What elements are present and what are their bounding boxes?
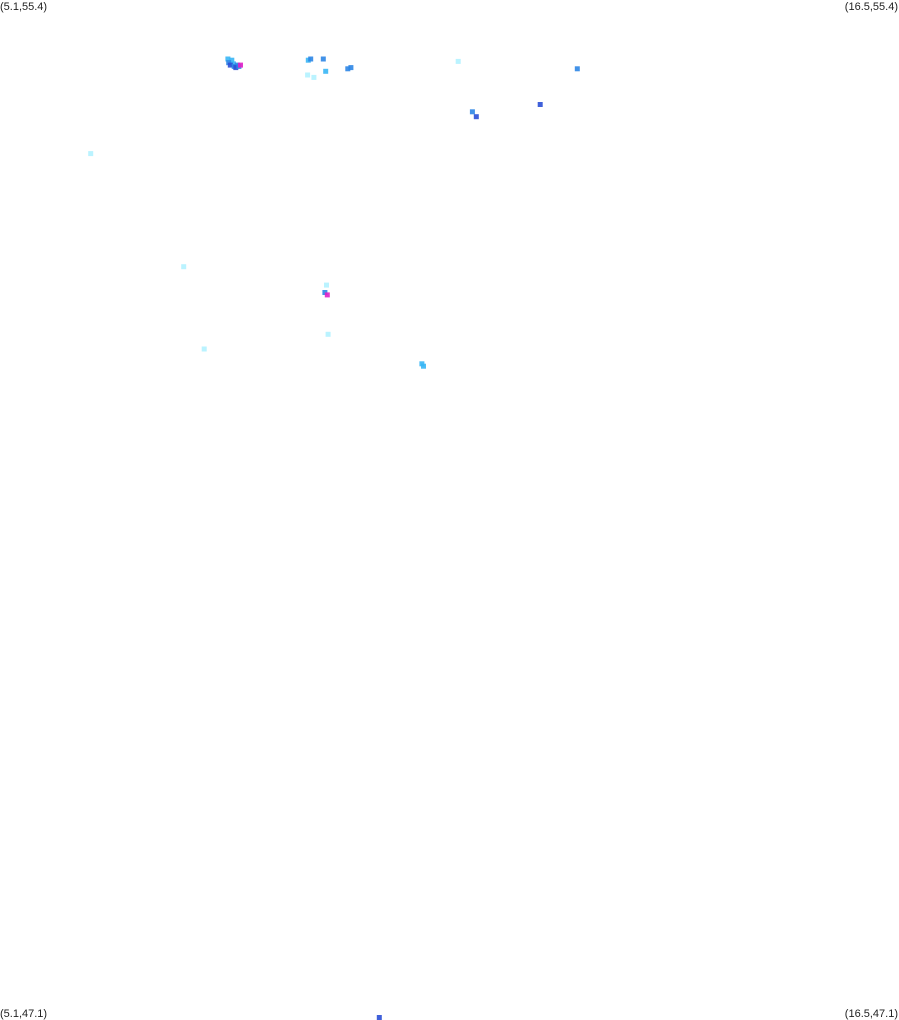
data-point-15 xyxy=(323,68,329,74)
data-point-13 xyxy=(311,74,317,80)
data-point-32 xyxy=(376,1015,382,1020)
data-point-28 xyxy=(325,331,331,337)
data-point-0 xyxy=(225,56,231,62)
data-point-22 xyxy=(574,66,580,72)
corner-coordinate-top-right: (16.5,55.4) xyxy=(844,1,898,13)
data-point-21 xyxy=(537,102,543,107)
data-point-16 xyxy=(345,66,351,72)
data-point-27 xyxy=(324,292,330,298)
data-point-23 xyxy=(88,151,94,157)
corner-coordinate-bottom-left: (5.1,47.1) xyxy=(0,1008,48,1020)
data-point-12 xyxy=(320,56,326,62)
data-point-29 xyxy=(201,346,207,352)
data-point-7 xyxy=(233,65,239,71)
data-point-31 xyxy=(421,363,426,369)
data-point-19 xyxy=(469,109,475,115)
data-point-18 xyxy=(455,58,461,64)
corner-coordinate-bottom-right: (16.5,47.1) xyxy=(844,1008,898,1020)
data-point-17 xyxy=(348,65,354,71)
data-point-25 xyxy=(324,282,329,288)
data-point-24 xyxy=(181,264,187,270)
corner-coordinate-top-left: (5.1,55.4) xyxy=(0,1,48,13)
data-point-9 xyxy=(238,62,243,68)
data-point-20 xyxy=(473,114,479,120)
data-point-14 xyxy=(305,72,311,78)
data-point-4 xyxy=(227,62,233,68)
data-point-11 xyxy=(308,56,314,62)
data-point-1 xyxy=(229,57,235,63)
